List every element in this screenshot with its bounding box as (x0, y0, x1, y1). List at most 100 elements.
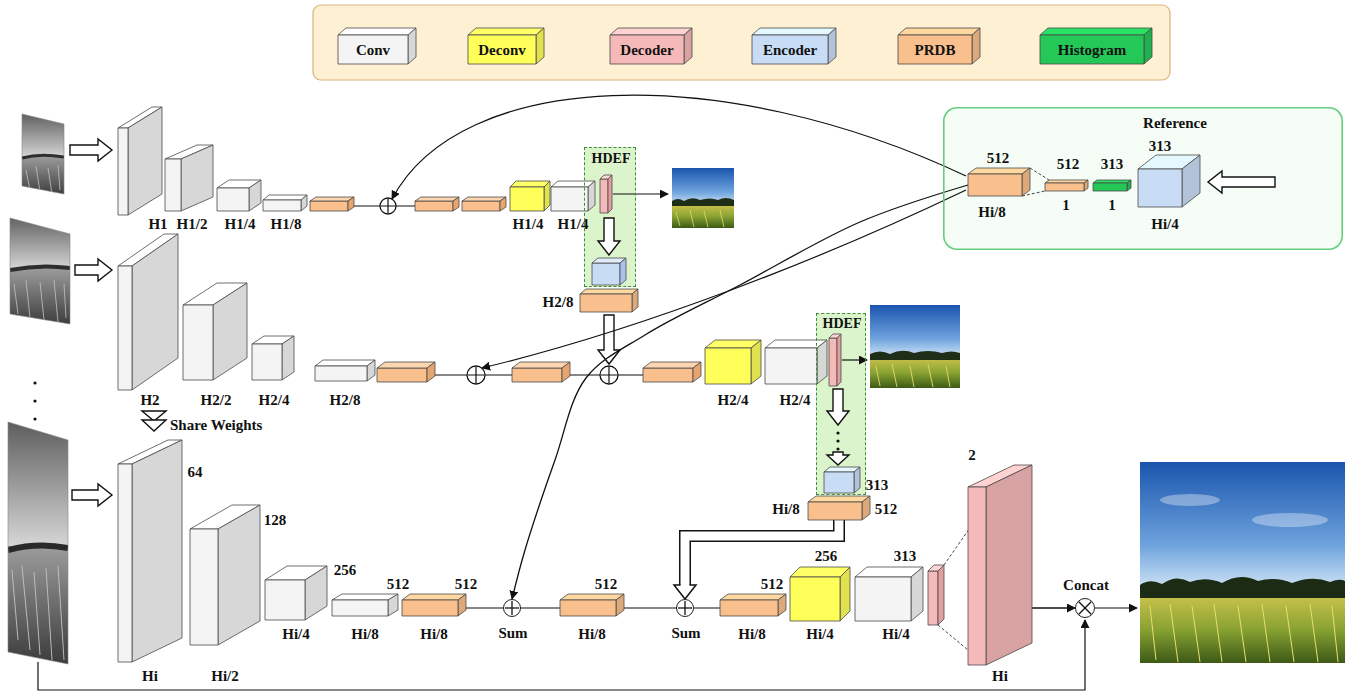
block-face (315, 360, 375, 366)
block-shape (263, 195, 307, 211)
block-face (1040, 35, 1144, 64)
operator-mark (1075, 598, 1095, 618)
block-face (544, 181, 550, 211)
dimension-label: 1 (1062, 198, 1070, 213)
block-face (217, 188, 249, 211)
dimension-label: 313 (1101, 157, 1124, 172)
block-face (265, 580, 305, 620)
block-face (1127, 180, 1131, 191)
block-shape (560, 594, 624, 616)
dimension-label: 313 (866, 478, 889, 493)
block-face (790, 577, 840, 621)
dimension-label: H2/8 (543, 295, 574, 310)
block-face (616, 594, 624, 616)
legend-label: Decoder (620, 42, 673, 57)
block-face (720, 600, 778, 616)
block-face (610, 28, 692, 35)
block-shape (968, 168, 1030, 196)
dimension-label: Hi (142, 669, 158, 684)
block-face (282, 336, 294, 380)
dimension-label: 313 (894, 549, 917, 564)
legend-label: Encoder (763, 42, 817, 57)
layer-block: 512Hi/8 (332, 594, 398, 616)
block-face (402, 600, 458, 616)
block-shape (855, 567, 923, 621)
legend-swatch: Encoder (752, 28, 836, 64)
block-face (986, 465, 1032, 665)
block-face (840, 567, 850, 621)
layer-block: 313Hi/4 (1138, 155, 1200, 207)
node-title: HDEF (592, 152, 631, 166)
block-shape (968, 465, 1032, 665)
dimension-label: Hi/4 (806, 627, 834, 642)
block-face (968, 487, 986, 665)
dimension-label: H2/4 (780, 393, 811, 408)
block-shape (1093, 180, 1131, 191)
block-face (632, 289, 638, 312)
block-face (338, 35, 408, 64)
operator-stroke (1078, 601, 1090, 613)
dimension-label: 313 (1149, 139, 1172, 154)
concat-node: Concat (1075, 598, 1095, 618)
block-face (510, 181, 550, 187)
block-face (458, 594, 466, 616)
block-face (898, 28, 980, 35)
legend-swatch: PRDB (898, 28, 980, 64)
dimension-label: H2/8 (330, 393, 361, 408)
block-shape (252, 336, 294, 380)
dimension-label: 512 (1057, 157, 1080, 172)
layer-block: 64Hi (118, 440, 182, 662)
layer-block: H2/4 (705, 340, 761, 384)
block-face (551, 187, 588, 211)
block-face (765, 348, 817, 384)
block-face (128, 107, 162, 215)
block-face (720, 594, 786, 600)
block-face (862, 496, 870, 520)
block-face (560, 594, 624, 600)
block-face (468, 35, 536, 64)
block-shape (1138, 155, 1200, 207)
block-face (751, 340, 761, 384)
layer-block: 512Hi/8 (402, 594, 466, 616)
block-face (765, 340, 827, 348)
dimension-label: Hi/2 (211, 669, 239, 684)
legend-label: PRDB (915, 42, 956, 57)
layer-block: H1/8 (263, 195, 307, 211)
legend-label: Deconv (478, 42, 526, 57)
block-face (132, 440, 182, 662)
legend-label: Histogram (1058, 42, 1126, 57)
block-shape (402, 594, 466, 616)
block-face (305, 566, 327, 620)
block-face (332, 600, 388, 616)
block-face (118, 464, 132, 662)
layer-block: Hi/8512 (808, 496, 870, 520)
node-title: Sum (498, 626, 527, 641)
hollow-arrow-outline (674, 585, 696, 599)
block-shape (183, 283, 247, 380)
connector-group (1032, 608, 1075, 609)
block-face (1138, 169, 1182, 207)
block-shape (1045, 180, 1088, 191)
block-face (1182, 155, 1200, 207)
dimension-label: 512 (455, 577, 478, 592)
block-face (249, 180, 261, 211)
layer-block: 128Hi/2 (190, 505, 260, 645)
block-face (402, 594, 466, 600)
legend-swatch: Deconv (468, 28, 544, 64)
block-shape (808, 496, 870, 520)
connector-group (512, 185, 968, 599)
dimension-label: Hi/8 (978, 205, 1006, 220)
block-face (911, 567, 923, 621)
block-shape (118, 440, 182, 662)
dimension-label: Hi/4 (282, 627, 310, 642)
block-face (132, 234, 178, 390)
block-face (752, 28, 836, 35)
block-face (536, 28, 544, 64)
operator-stroke (678, 607, 692, 608)
block-face (1040, 28, 1152, 35)
block-face (408, 28, 416, 64)
node-title: Reference (1143, 116, 1207, 131)
block-face (808, 502, 862, 520)
block-face (588, 181, 595, 211)
